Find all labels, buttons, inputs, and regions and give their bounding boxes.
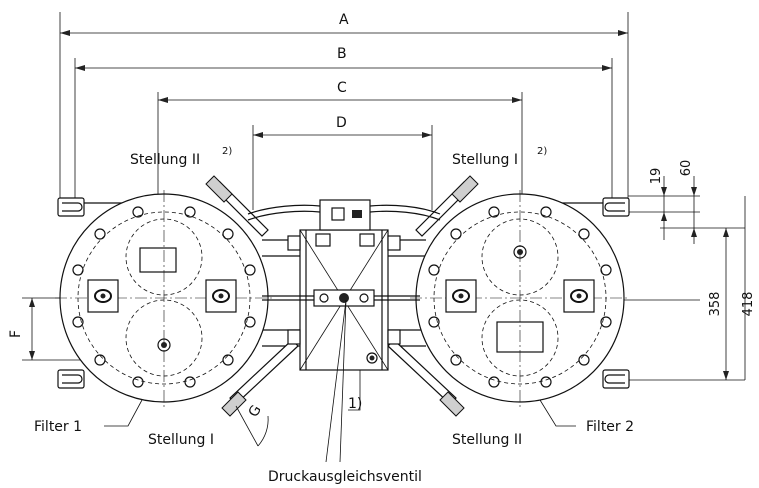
label-filter-2: Filter 2: [586, 419, 634, 435]
label-sup-2-left: 2): [222, 146, 232, 157]
filter-2-latch-left: [445, 279, 477, 313]
label-stellung-i-top: Stellung I: [452, 152, 518, 168]
label-stellung-ii-bottom: Stellung II: [452, 432, 522, 448]
filter-1-bolts: [72, 206, 256, 388]
label-sup-2-right: 2): [537, 146, 547, 157]
filter-1-latch-left: [87, 279, 119, 313]
dimension-lines: [59, 12, 629, 210]
dim-label-60: 60: [679, 160, 694, 177]
dim-label-19: 19: [649, 168, 664, 185]
dim-label-418: 418: [741, 292, 756, 317]
dim-label-358: 358: [708, 292, 723, 317]
dim-label-b: B: [337, 46, 347, 62]
dim-label-f: F: [8, 330, 24, 338]
filter-2-latch-right: [563, 279, 595, 313]
position-labels: Stellung II 2) Stellung I 2) Stellung I …: [34, 146, 634, 485]
label-filter-1: Filter 1: [34, 419, 82, 435]
dimension-labels: A B C D F G 19 60 358 418: [8, 12, 756, 420]
label-note-1: 1): [348, 396, 362, 412]
filter-2-bolts: [428, 206, 612, 388]
right-dimension-lines: [600, 176, 746, 381]
filter-1-latch-right: [205, 279, 237, 313]
dim-label-g: G: [246, 403, 265, 420]
dim-label-d: D: [336, 115, 347, 131]
label-stellung-ii-top: Stellung II: [130, 152, 200, 168]
filter-1-housing: [55, 190, 275, 410]
label-valve: Druckausgleichsventil: [268, 469, 422, 485]
leader-lines: [104, 299, 576, 463]
dim-label-c: C: [337, 80, 347, 96]
label-stellung-i-bottom: Stellung I: [148, 432, 214, 448]
dim-label-a: A: [339, 12, 349, 28]
filter-2-housing: [410, 190, 630, 410]
